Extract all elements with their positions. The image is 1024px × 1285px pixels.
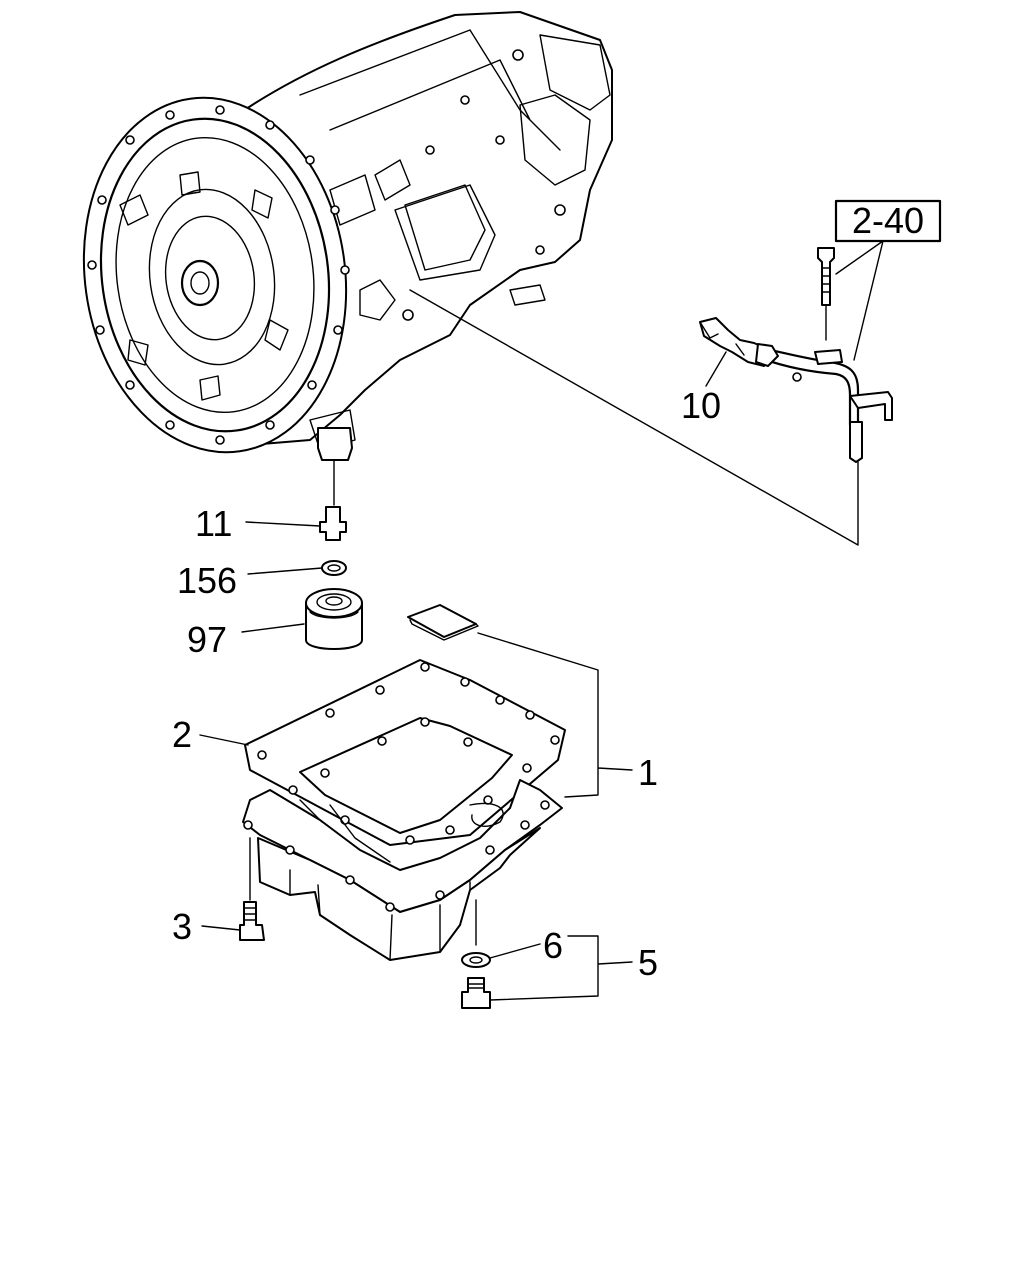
ref-box-label: 2-40 bbox=[852, 200, 924, 241]
oil-pan-bolt-holes bbox=[243, 800, 550, 912]
label-1: 1 bbox=[638, 752, 658, 793]
oil-pan-gasket-2 bbox=[244, 659, 566, 846]
callout-labels: 10 11 156 97 2 1 3 6 5 bbox=[172, 385, 721, 983]
transmission-assembly bbox=[82, 11, 613, 461]
pan-bolt-3 bbox=[239, 901, 265, 941]
label-5: 5 bbox=[638, 942, 658, 983]
label-11: 11 bbox=[195, 503, 232, 544]
label-3: 3 bbox=[172, 906, 192, 947]
dipstick-tube-assembly: 2-40 bbox=[409, 199, 942, 546]
drain-washer-6 bbox=[461, 952, 491, 968]
oil-pan bbox=[242, 779, 563, 961]
label-97: 97 bbox=[187, 619, 227, 660]
drain-plug-5 bbox=[461, 977, 491, 1009]
ref-box-2-40 bbox=[834, 199, 942, 243]
gasket-bolt-holes bbox=[257, 662, 560, 845]
oil-filter-97 bbox=[305, 588, 363, 650]
fitting-11 bbox=[319, 506, 347, 541]
label-6: 6 bbox=[543, 925, 563, 966]
label-10: 10 bbox=[681, 385, 721, 426]
o-ring-156 bbox=[321, 560, 347, 576]
leader-lines bbox=[199, 351, 727, 1001]
filter-stack bbox=[305, 459, 363, 650]
strainer-plate bbox=[407, 604, 477, 638]
flange-bolt-holes bbox=[87, 105, 350, 445]
label-2: 2 bbox=[172, 714, 192, 755]
label-156: 156 bbox=[177, 560, 237, 601]
